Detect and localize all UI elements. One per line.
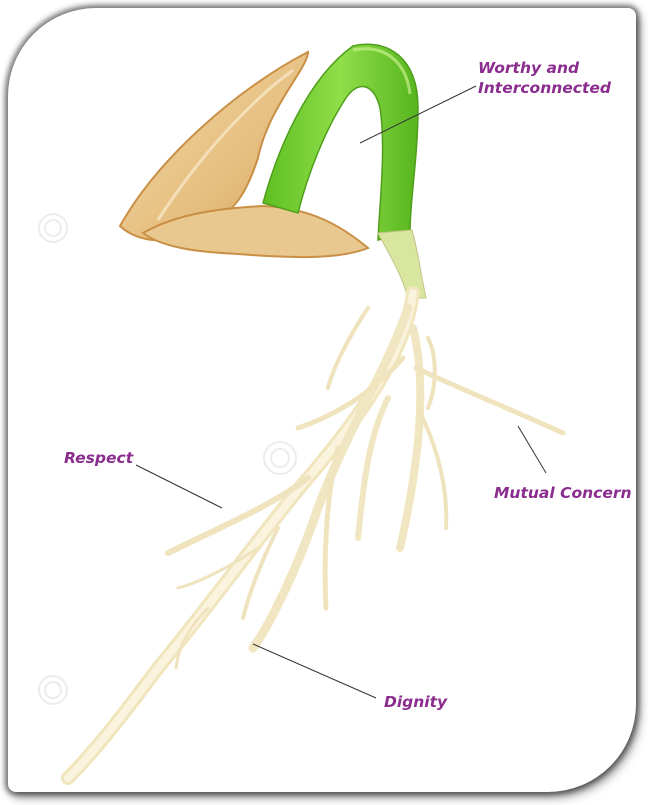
- label-mutual-concern: Mutual Concern: [494, 483, 632, 503]
- leader-respect: [136, 465, 222, 508]
- seedling-photo: [8, 8, 636, 792]
- leader-dignity: [253, 644, 376, 698]
- label-dignity: Dignity: [384, 692, 447, 712]
- photo-frame: Worthy and Interconnected Respect Mutual…: [8, 8, 636, 792]
- label-worthy-line2: Interconnected: [478, 78, 611, 98]
- label-worthy-line1: Worthy and: [478, 59, 579, 77]
- label-respect: Respect: [64, 448, 133, 468]
- leader-mutual: [518, 426, 546, 473]
- root-system: [68, 293, 563, 778]
- label-worthy-and-interconnected: Worthy and Interconnected: [478, 58, 611, 98]
- hypocotyl: [378, 230, 426, 298]
